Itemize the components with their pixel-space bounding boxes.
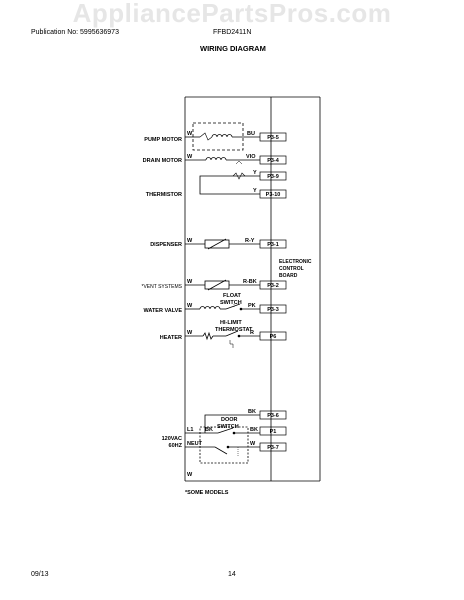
hi-limit-thermostat-symbol [229,340,234,348]
connector-label-p3-3: P3-3 [267,307,279,313]
neutral-switch-contact [214,446,228,455]
label-switch: SWITCH [220,300,242,306]
wire-bottom-w: W [187,472,193,478]
wire-bk-p1: BK [250,427,258,433]
connector-label-p3-7: P3-7 [267,445,279,451]
label-pump-motor: PUMP MOTOR [144,137,182,143]
connector-label-p3-10: P3-10 [266,192,281,198]
drain-motor-circuit [185,157,260,165]
wire-valve-pk: PK [248,303,256,309]
connector-label-p3-6: P3-6 [267,413,279,419]
heater-circuit [185,330,260,348]
board-label-3: BOARD [279,273,298,279]
model-number: FFBD2411N [213,29,252,36]
footer-date: 09/13 [31,571,49,578]
label-120vac: 120VAC [162,436,182,442]
wire-drain-vio: VIO [246,154,256,160]
wire-neut-w: W [250,441,256,447]
connector-label-p6: P6 [270,334,277,340]
wire-pump-w: W [187,131,193,137]
wire-neut: NEUT [187,441,203,447]
label-60hz: 60HZ [169,443,183,449]
connector-label-p3-2: P3-2 [267,283,279,289]
board-label-2: CONTROL [279,266,304,272]
door-switch-contact [217,427,234,434]
label-thermistor: THERMISTOR [146,192,182,198]
hi-limit-contact [225,330,239,337]
connector-label-p1: P1 [270,429,277,435]
wire-disp-w: W [187,238,193,244]
wire-therm-y2: Y [253,188,257,194]
label-float: FLOAT [223,293,242,299]
label-dispenser: DISPENSER [150,242,182,248]
wire-drain-w: W [187,154,193,160]
label-door: DOOR [221,417,238,423]
pump-motor-circuit [185,122,260,151]
water-valve-circuit [185,303,260,311]
wire-bk-top: BK [248,409,256,415]
label-heater: HEATER [160,335,182,341]
label-water-valve: WATER VALVE [144,308,183,314]
label-door-switch: SWITCH [217,424,239,430]
wire-therm-y1: Y [253,170,257,176]
label-vent-systems: *VENT SYSTEMS [142,284,183,290]
board-label-1: ELECTRONIC [279,259,312,265]
power-door-circuit [185,414,260,464]
thermistor-circuit [199,172,260,195]
wire-valve-w: W [187,303,193,309]
wire-disp-ry: R-Y [245,238,255,244]
dispenser-circuit [185,238,260,250]
footer-page-number: 14 [228,571,236,578]
wire-vent-w: W [187,279,193,285]
vent-circuit [185,279,260,291]
label-drain-motor: DRAIN MOTOR [143,158,182,164]
label-thermostat: THERMOSTAT [215,327,253,333]
wire-vent-rbk: R-BK [243,279,257,285]
connector-label-p3-9: P3-9 [267,174,279,180]
drain-motor-coil [205,157,227,161]
watermark: AppliancePartsPros.com [72,0,392,28]
publication-number: Publication No: 5995636973 [31,29,119,36]
pump-motor-coil [211,134,233,138]
label-hi-limit: HI-LIMIT [220,320,242,326]
wire-bk-l1: BK [205,427,213,433]
some-models-note: *SOME MODELS [185,490,229,496]
connector-p1 [259,426,287,436]
heater-element [202,331,214,341]
wire-l1: L1 [187,427,193,433]
connector-label-p3-1: P3-1 [267,242,279,248]
float-switch-contact [225,303,241,310]
diagram-title: WIRING DIAGRAM [200,44,266,53]
water-valve-coil [199,306,221,310]
thermistor-symbol [232,172,246,180]
wire-pump-bu: BU [247,131,255,137]
wire-heater-w: W [187,330,193,336]
connector-label-p3-4: P3-4 [267,158,280,164]
pump-motor-optional-box [192,122,244,151]
wire-heater-r: R [250,330,254,336]
connector-label-p3-5: P3-5 [267,135,279,141]
